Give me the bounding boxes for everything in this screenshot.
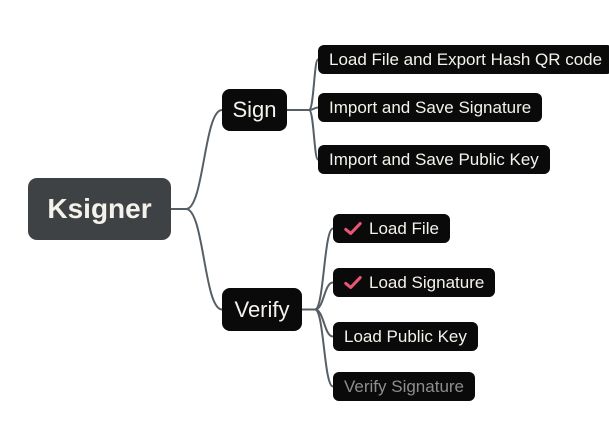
branch-node-label: Verify: [234, 296, 290, 322]
check-icon: [344, 221, 362, 236]
root-node-label: Ksigner: [47, 193, 152, 224]
leaf-node-import-and-save-public-key[interactable]: Import and Save Public Key: [318, 145, 550, 174]
connector-verify-to-child-0: [314, 227, 334, 311]
leaf-node-label: Load File: [369, 218, 439, 238]
root-node-ksigner[interactable]: Ksigner: [28, 178, 171, 240]
branch-node-label: Sign: [232, 97, 277, 122]
connector-verify-to-child-3: [314, 308, 334, 388]
connector-root-to-verify: [185, 208, 223, 311]
leaf-node-label: Load File and Export Hash QR code: [329, 49, 603, 69]
leaf-node-load-public-key[interactable]: Load Public Key: [333, 322, 478, 351]
leaf-node-label: Load Signature: [369, 272, 485, 292]
leaf-node-label: Load Public Key: [344, 326, 467, 346]
leaf-node-load-file[interactable]: Load File: [333, 214, 450, 243]
leaf-node-load-file-and-export-hash-qr-code[interactable]: Load File and Export Hash QR code: [318, 45, 609, 74]
branch-node-verify[interactable]: Verify: [222, 288, 302, 331]
leaf-node-label: Verify Signature: [344, 376, 465, 396]
check-icon: [344, 275, 362, 290]
branch-node-sign[interactable]: Sign: [222, 89, 287, 131]
leaf-node-label: Import and Save Signature: [329, 97, 532, 117]
connector-sign-to-child-0: [308, 58, 319, 111]
leaf-node-verify-signature[interactable]: Verify Signature: [333, 372, 476, 401]
connector-verify-to-child-1: [314, 281, 334, 311]
leaf-node-import-and-save-signature[interactable]: Import and Save Signature: [318, 93, 543, 122]
connector-sign-to-child-2: [308, 109, 319, 161]
leaf-node-label: Import and Save Public Key: [329, 149, 539, 169]
leaf-node-load-signature[interactable]: Load Signature: [333, 268, 496, 297]
connector-root-to-sign: [185, 109, 223, 210]
